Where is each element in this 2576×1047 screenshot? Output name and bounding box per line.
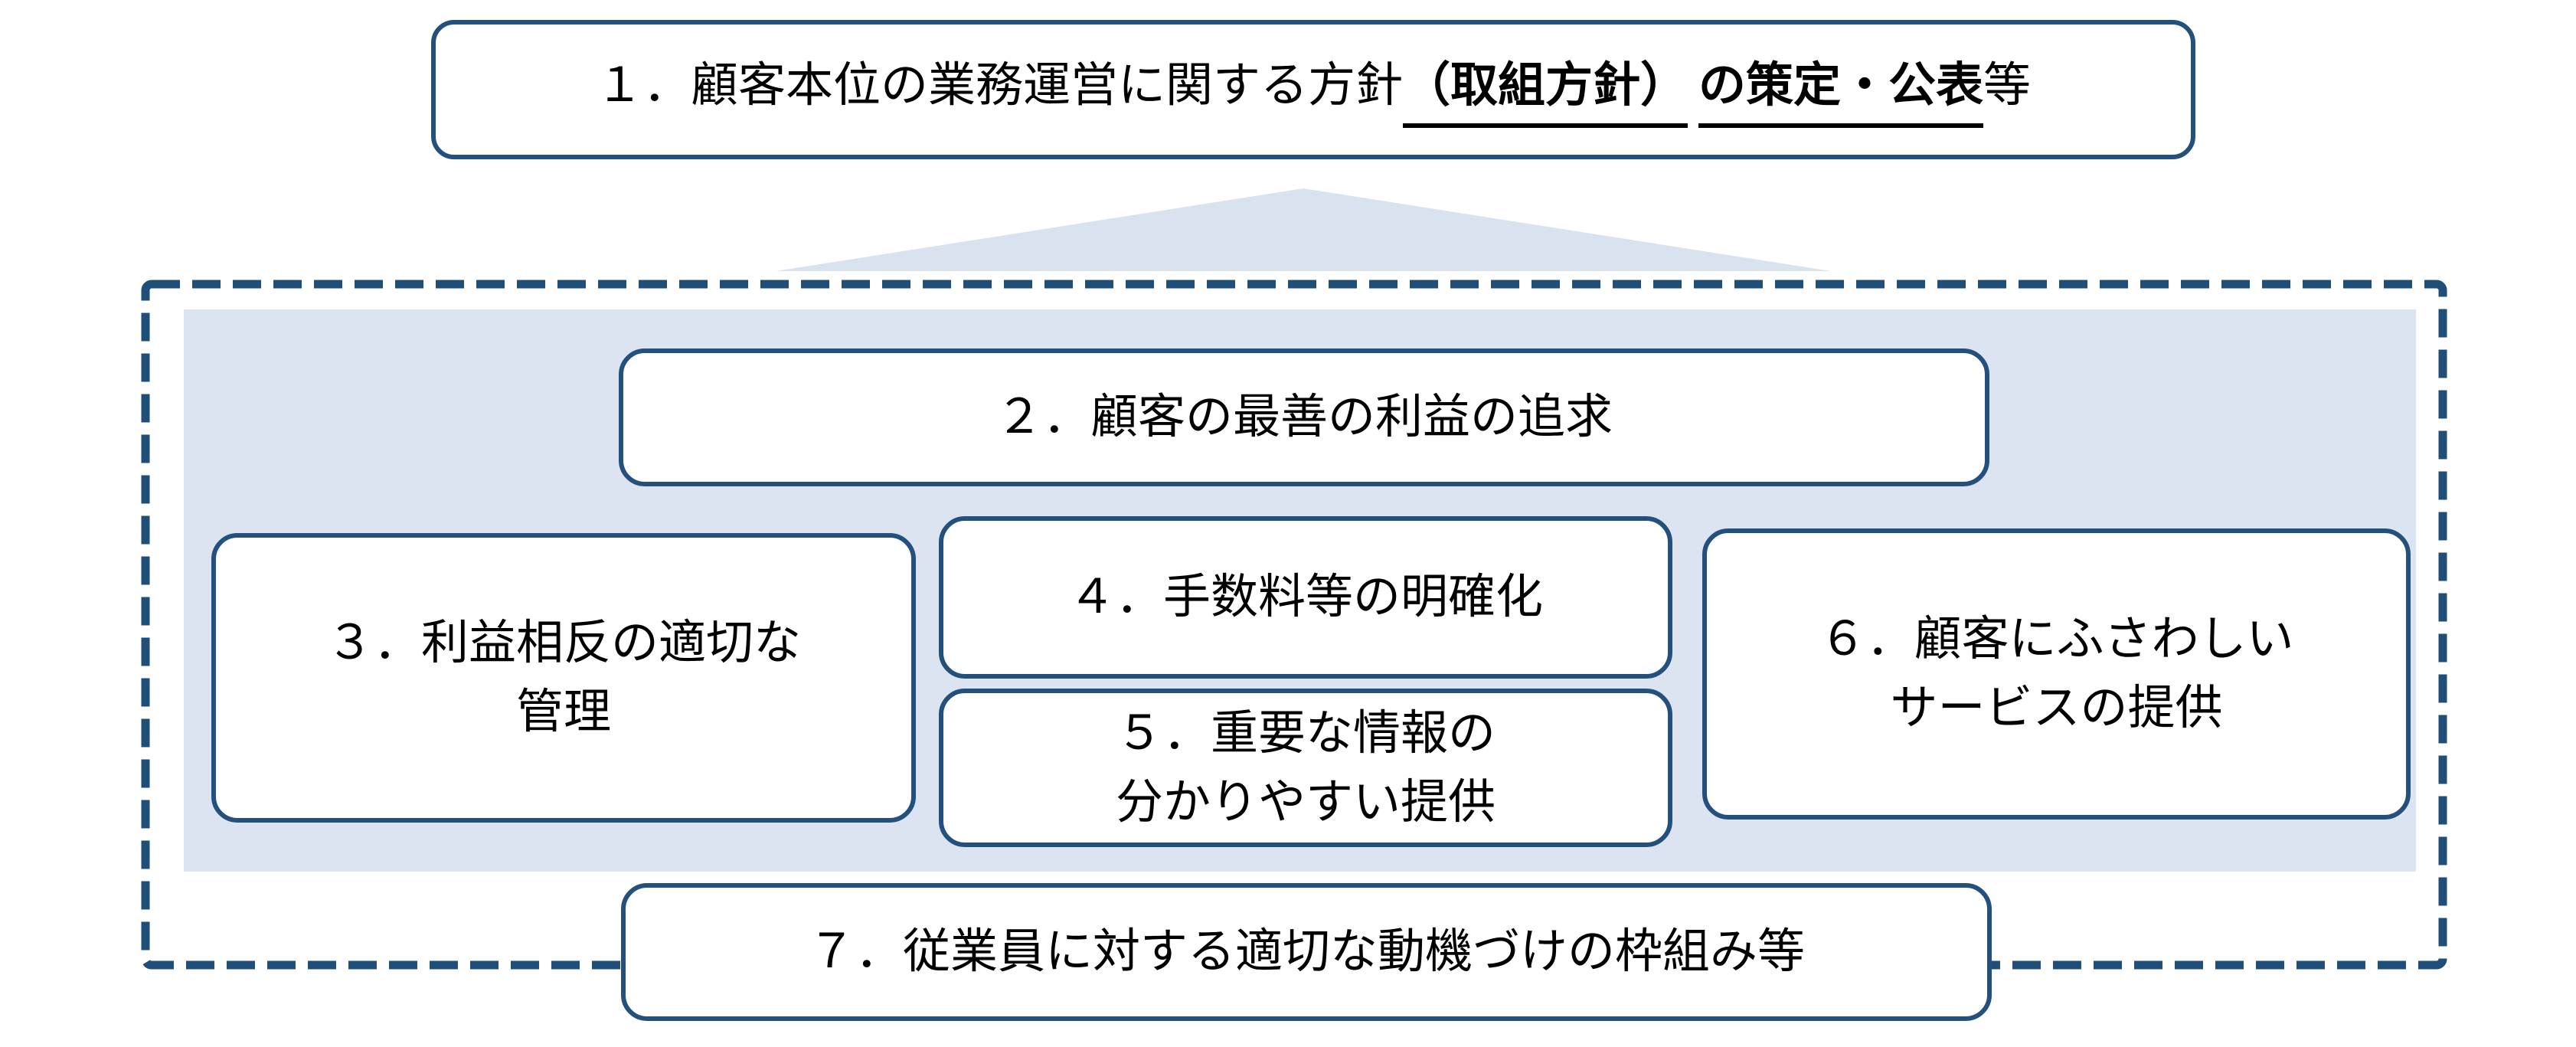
principle-3-line2: 管理 bbox=[515, 685, 611, 738]
principle-1-label: １．顧客本位の業務運営に関する方針（取組方針）の策定・公表等 bbox=[436, 51, 2191, 129]
principle-5-label: ５．重要な情報の 分かりやすい提供 bbox=[943, 699, 1668, 837]
principle-1-box: １．顧客本位の業務運営に関する方針（取組方針）の策定・公表等 bbox=[431, 20, 2195, 159]
principle-1-emphasis-paren: （取組方針） bbox=[1402, 51, 1688, 129]
principle-3-label: ３．利益相反の適切な 管理 bbox=[216, 609, 911, 747]
principle-2-label: ２．顧客の最善の利益の追求 bbox=[995, 391, 1613, 444]
spread-down-triangle bbox=[776, 188, 1831, 271]
principle-6-line2: サービスの提供 bbox=[1890, 682, 2223, 735]
principle-4-label: ４．手数料等の明確化 bbox=[1067, 571, 1543, 624]
principle-7-label: ７．従業員に対する適切な動機づけの枠組み等 bbox=[807, 925, 1805, 979]
principle-1-emphasis-tail: の策定・公表 bbox=[1698, 51, 1984, 129]
principle-5-line1: ５．重要な情報の bbox=[1115, 706, 1496, 760]
principle-5-line2: 分かりやすい提供 bbox=[1115, 775, 1496, 829]
principle-7-box: ７．従業員に対する適切な動機づけの枠組み等 bbox=[621, 883, 1992, 1021]
principle-2-box: ２．顧客の最善の利益の追求 bbox=[619, 348, 1989, 486]
principle-1-prefix: １．顧客本位の業務運営に関する方針 bbox=[595, 58, 1403, 112]
principle-6-box: ６．顧客にふさわしい サービスの提供 bbox=[1702, 528, 2411, 820]
principle-3-line1: ３．利益相反の適切な bbox=[325, 617, 801, 670]
principle-1-suffix: 等 bbox=[1983, 58, 2032, 112]
principle-3-box: ３．利益相反の適切な 管理 bbox=[211, 533, 916, 823]
principle-6-line1: ６．顧客にふさわしい bbox=[1819, 613, 2294, 666]
principle-6-label: ６．顧客にふさわしい サービスの提供 bbox=[1707, 605, 2406, 743]
principle-4-box: ４．手数料等の明確化 bbox=[939, 516, 1672, 679]
principle-5-box: ５．重要な情報の 分かりやすい提供 bbox=[939, 689, 1672, 847]
